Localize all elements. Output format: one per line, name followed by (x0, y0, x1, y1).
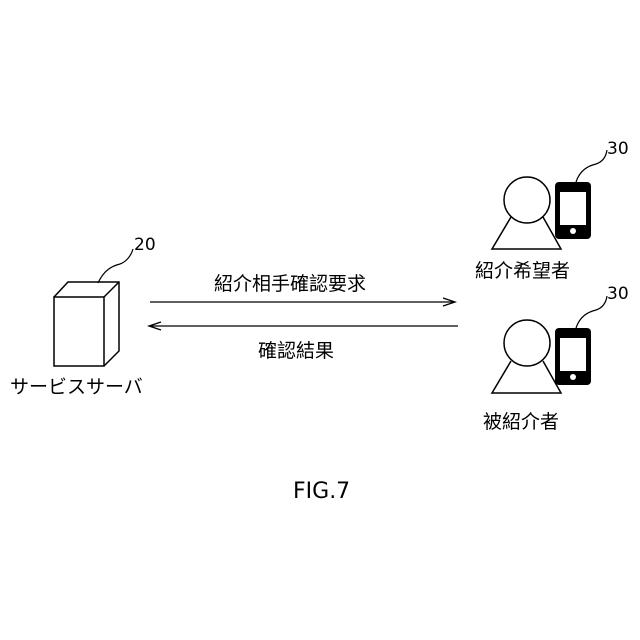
server-label: サービスサーバ (10, 378, 143, 397)
introducee-person-icon (492, 320, 561, 393)
result-label: 確認結果 (258, 342, 334, 361)
figure-caption: FIG.7 (293, 481, 350, 503)
requester-phone-icon (555, 182, 591, 239)
server-icon (54, 282, 119, 366)
requester-ref-number: 30 (607, 141, 629, 158)
introducee-label: 被紹介者 (483, 413, 559, 432)
request-arrow (150, 298, 455, 306)
introducee-ref-leader (576, 296, 607, 328)
result-arrow (149, 322, 458, 330)
request-label: 紹介相手確認要求 (214, 275, 366, 294)
requester-label: 紹介希望者 (475, 262, 570, 281)
introducee-phone-icon (555, 328, 591, 385)
server-ref-number: 20 (134, 237, 156, 254)
requester-ref-leader (576, 150, 607, 182)
requester-person-icon (492, 177, 561, 249)
server-ref-leader (98, 249, 133, 283)
introducee-ref-number: 30 (607, 286, 629, 303)
